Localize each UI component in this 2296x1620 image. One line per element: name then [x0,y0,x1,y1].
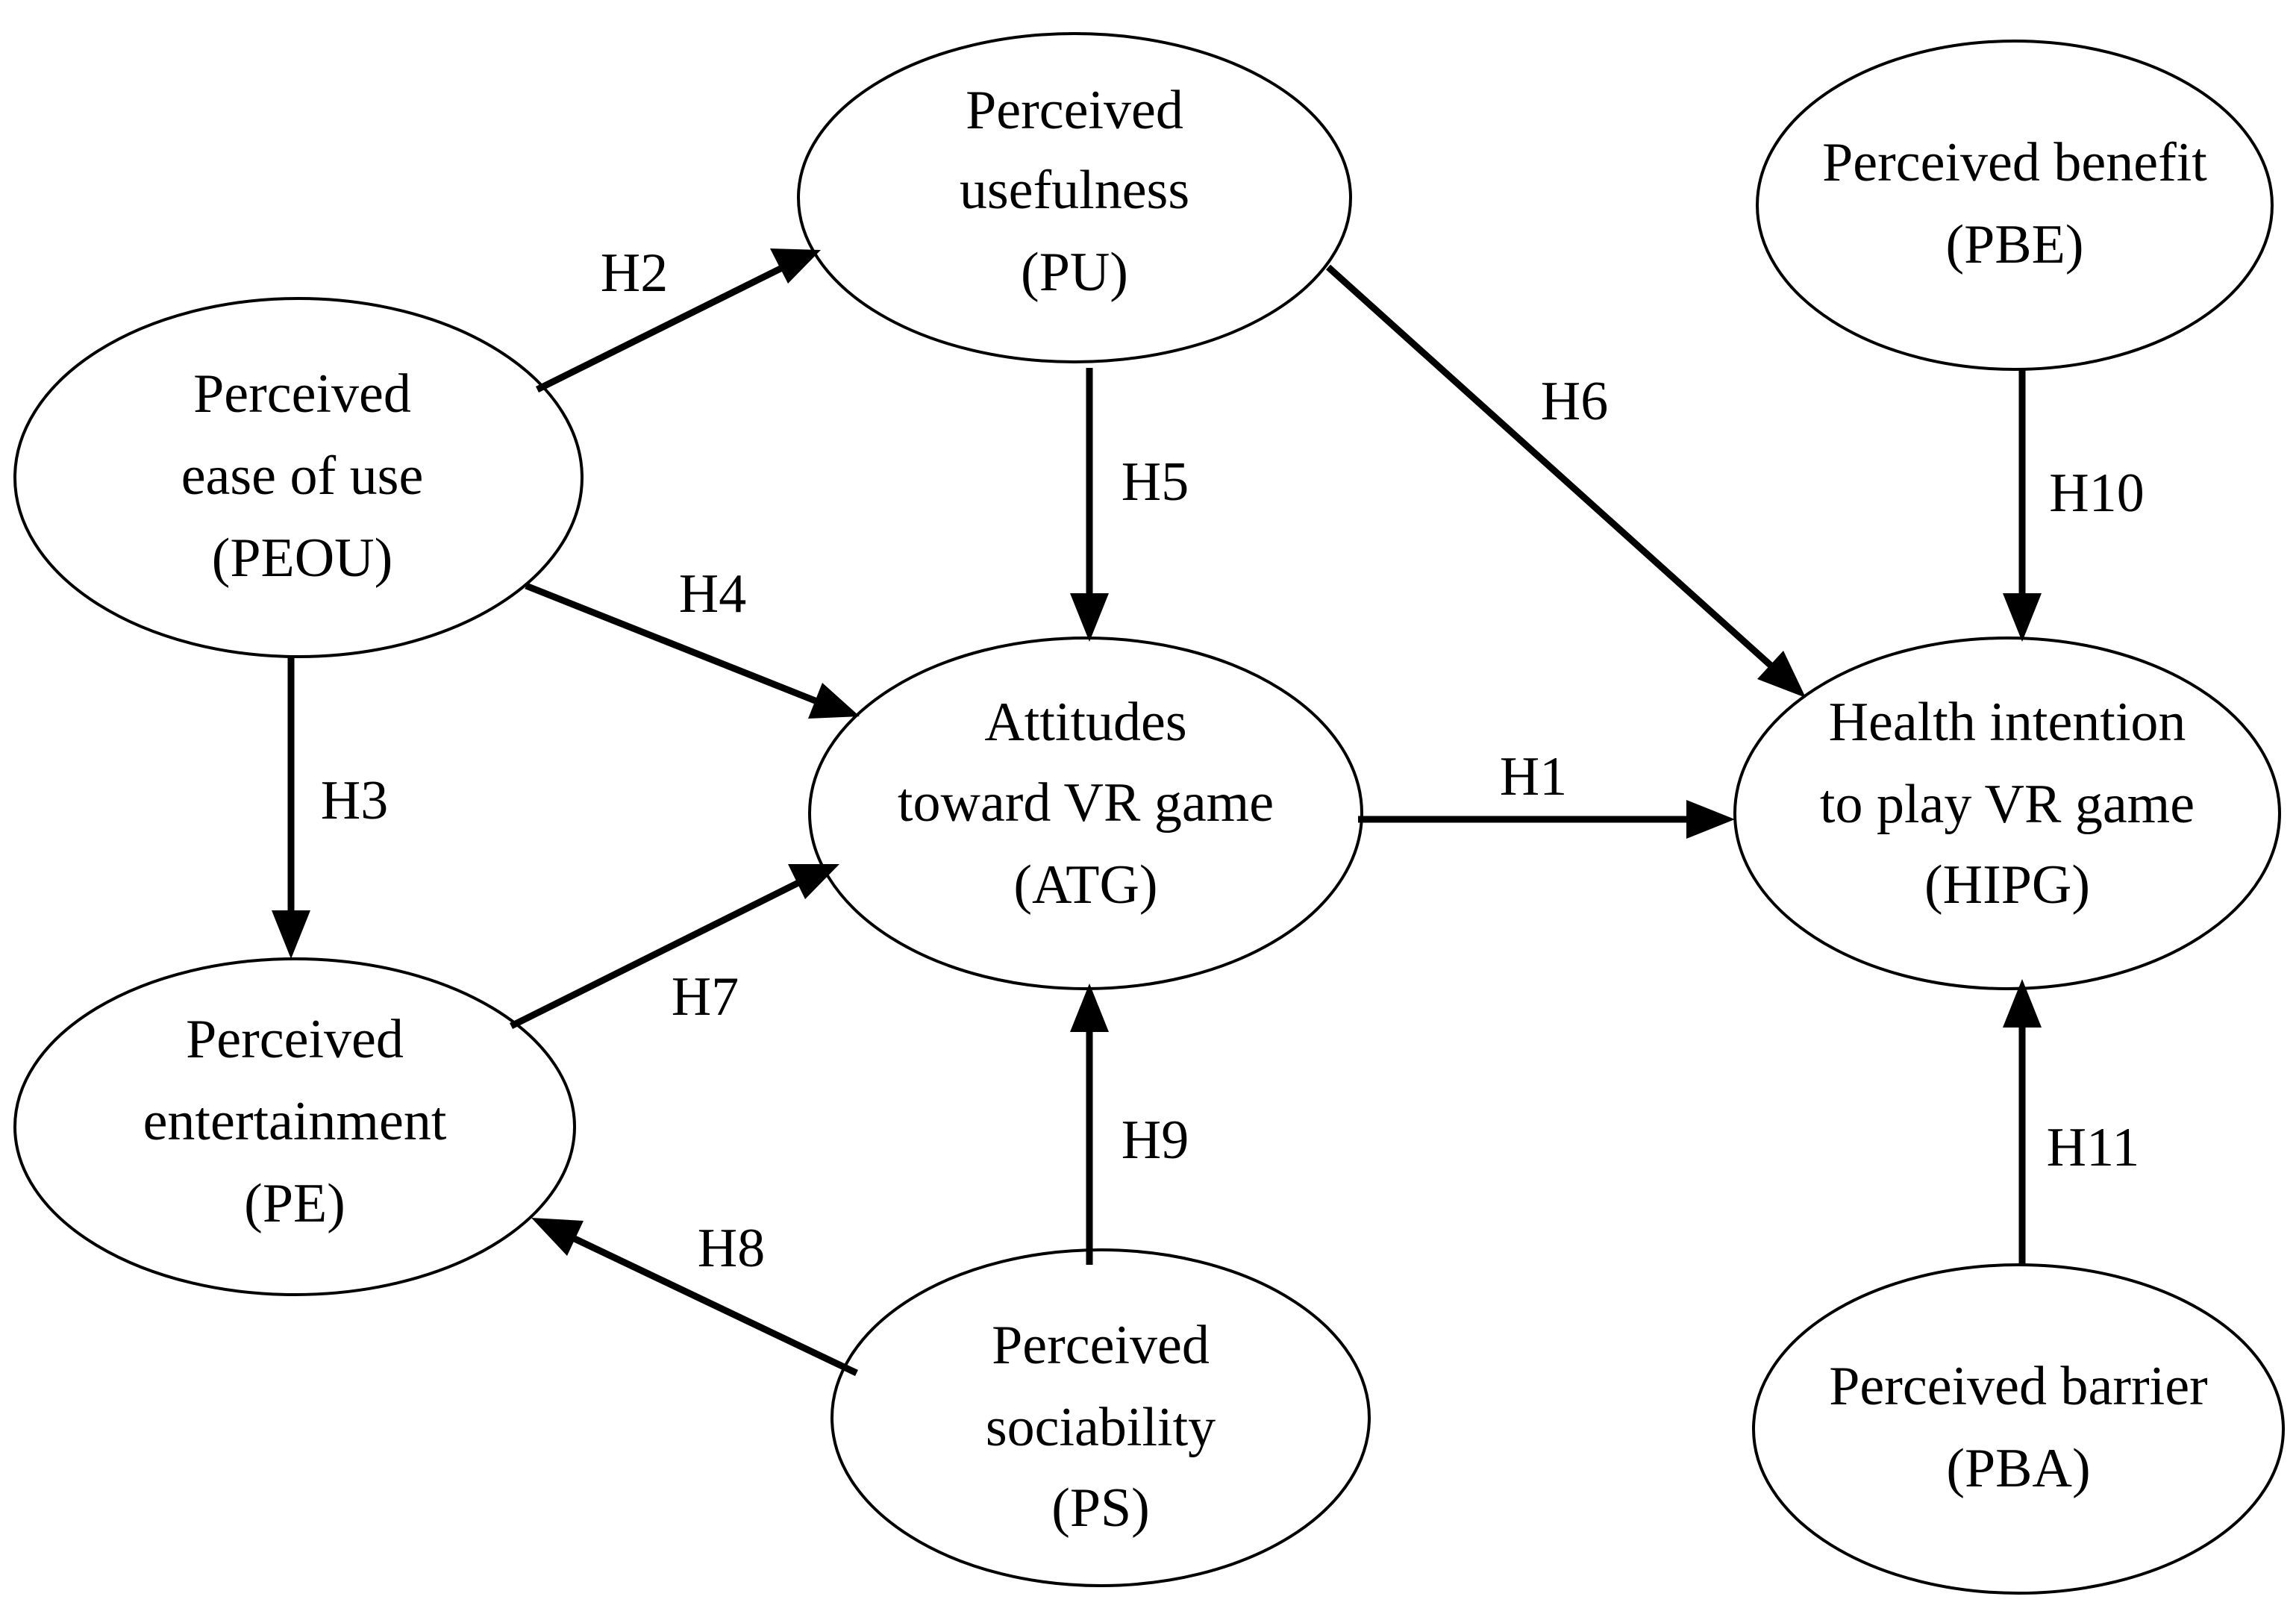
node-hipg-ellipse [1733,637,2281,990]
edge-h8-label: H8 [698,1218,765,1279]
edge-h10-arrowhead [2003,593,2042,642]
node-pu-line-3: (PU) [1021,242,1128,303]
edge-h6: H6 [1325,264,1806,698]
node-pba-line-2: (PBA) [1946,1438,2090,1499]
edge-h3-label: H3 [321,770,388,831]
edge-h6-arrowhead [1757,651,1806,698]
node-pbe-line-1: Perceived benefit [1822,132,2207,193]
edge-h2-label: H2 [601,243,668,304]
node-atg-line-1: Attitudes [984,692,1186,753]
node-pe-line-3: (PE) [244,1173,345,1234]
edge-h7: H7 [509,864,839,1030]
edge-h6-line [1325,264,1779,673]
edge-h11-label: H11 [2047,1117,2140,1178]
edge-h4-arrowhead [808,683,860,719]
edge-h9-label: H9 [1122,1110,1189,1171]
edge-h11: H11 [2003,979,2139,1265]
edge-h7-label: H7 [672,966,739,1028]
edge-h2: H2 [535,243,821,393]
node-peou-line-2: ease of use [181,445,424,507]
node-pe-line-1: Perceived [186,1009,404,1070]
edge-h4-label: H4 [679,563,746,625]
edge-h5-arrowhead [1070,593,1109,642]
edge-h9-arrowhead [1070,983,1109,1032]
node-atg-ellipse [808,637,1363,990]
node-hipg: Health intention to play VR game (HIPG) [1733,637,2281,990]
edge-h9: H9 [1070,983,1189,1265]
node-peou-ellipse [13,297,584,658]
node-peou-line-1: Perceived [193,363,411,425]
node-hipg-line-1: Health intention [1829,692,2186,753]
node-ps-line-3: (PS) [1051,1477,1150,1539]
edge-h4-line [525,582,822,707]
node-pba: Perceived barrier (PBA) [1752,1263,2285,1595]
edge-h1-arrowhead [1686,800,1735,839]
edge-h7-line [509,879,801,1030]
edge-h5: H5 [1070,368,1189,642]
node-pu: Perceived usefulness (PU) [797,32,1352,363]
node-hipg-line-3: (HIPG) [1924,854,2090,916]
node-ps-line-2: sociability [986,1397,1216,1458]
node-ps: Perceived sociability (PS) [830,1248,1371,1587]
edge-h4: H4 [525,563,860,719]
node-peou-line-3: (PEOU) [212,528,393,589]
node-pba-ellipse [1752,1263,2285,1595]
edge-h10: H10 [2003,369,2145,642]
node-pe-ellipse [13,957,576,1296]
node-pbe-line-2: (PBE) [1946,214,2084,275]
node-pbe: Perceived benefit (PBE) [1756,40,2274,371]
node-pu-line-2: usefulness [960,160,1189,221]
edge-h2-arrowhead [770,248,821,284]
edge-h5-label: H5 [1122,451,1189,513]
node-atg: Attitudes toward VR game (ATG) [808,637,1363,990]
edge-h8-line [573,1235,858,1377]
node-hipg-line-2: to play VR game [1820,774,2195,835]
edge-h3: H3 [272,657,388,959]
node-ps-ellipse [830,1248,1371,1587]
edge-h1-label: H1 [1500,746,1567,807]
edge-h8: H8 [531,1218,858,1377]
edge-h7-arrowhead [788,864,839,899]
node-pu-ellipse [797,32,1352,363]
edge-h11-arrowhead [2003,979,2042,1028]
edge-h8-arrowhead [531,1218,584,1256]
node-atg-line-3: (ATG) [1013,854,1157,916]
edge-h3-arrowhead [272,910,310,959]
edge-h1: H1 [1358,746,1735,839]
node-atg-line-2: toward VR game [898,772,1274,834]
node-pba-line-1: Perceived barrier [1829,1356,2207,1417]
node-pe-line-2: entertainment [143,1091,447,1152]
node-peou: Perceived ease of use (PEOU) [13,297,584,658]
edge-h6-label: H6 [1541,371,1608,432]
node-pe: Perceived entertainment (PE) [13,957,576,1296]
edge-h2-line [535,263,786,393]
node-ps-line-1: Perceived [992,1315,1210,1376]
node-pu-line-1: Perceived [966,80,1183,141]
node-pbe-ellipse [1756,40,2274,371]
edge-h10-label: H10 [2049,463,2144,524]
